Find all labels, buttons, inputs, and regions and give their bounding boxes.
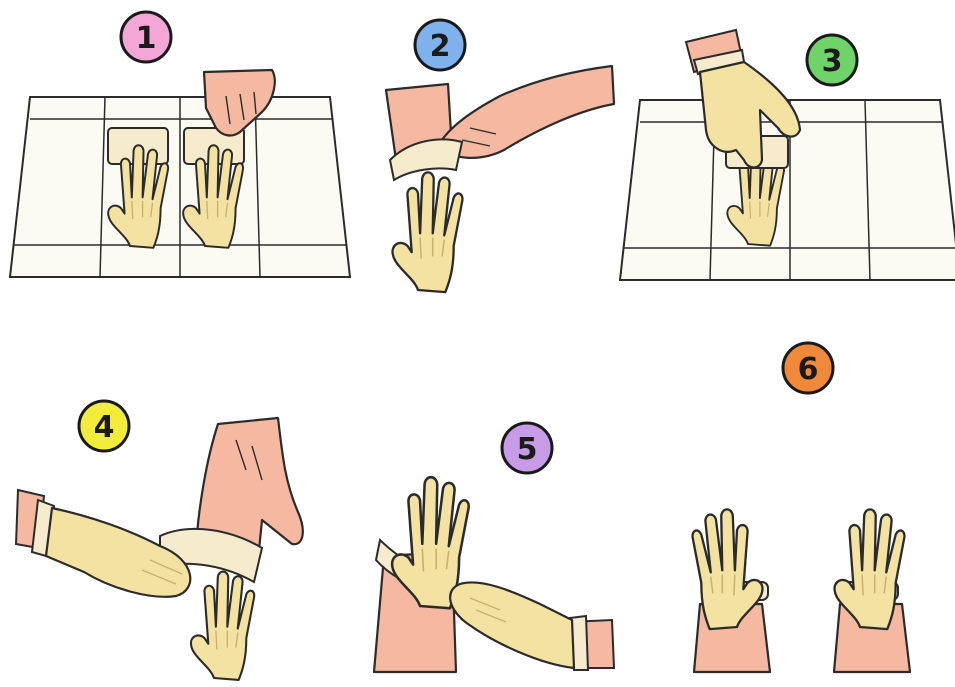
step-4-panel	[16, 418, 303, 680]
right-gloved-hand-illustration	[834, 509, 910, 672]
step-5-badge: 5	[502, 423, 552, 473]
step-number-label: 3	[822, 44, 843, 79]
step-5-panel	[374, 477, 614, 672]
step-number-label: 1	[136, 21, 157, 56]
step-1-panel	[10, 70, 350, 277]
step-number-label: 6	[798, 352, 819, 387]
step-number-label: 2	[430, 29, 451, 64]
step-number-label: 4	[94, 410, 115, 445]
glove-illustration	[390, 139, 462, 292]
step-1-badge: 1	[121, 12, 171, 62]
step-6-badge: 6	[783, 343, 833, 393]
glove-illustration	[374, 477, 469, 672]
gloved-hand-illustration	[450, 582, 614, 670]
left-gloved-hand-illustration	[693, 509, 770, 672]
step-number-label: 5	[517, 432, 538, 467]
step-2-panel	[386, 66, 614, 292]
sterile-wrapper	[10, 97, 350, 277]
step-2-badge: 2	[415, 20, 465, 70]
step-3-panel	[620, 30, 955, 280]
step-4-badge: 4	[79, 401, 129, 451]
step-3-badge: 3	[807, 35, 857, 85]
glove-illustration	[160, 529, 262, 680]
step-6-panel	[693, 509, 910, 672]
